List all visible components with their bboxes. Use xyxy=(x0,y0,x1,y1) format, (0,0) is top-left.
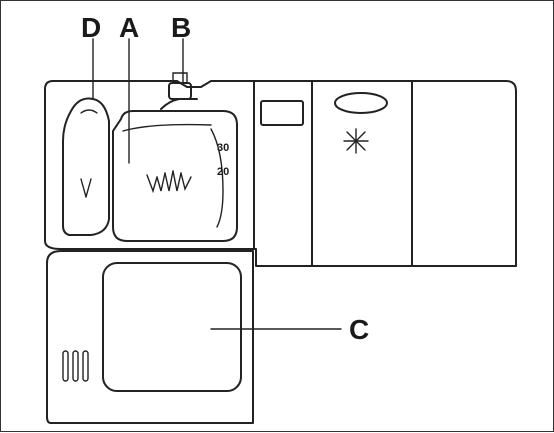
lid-vent-slots xyxy=(62,350,89,382)
lid-latch[interactable] xyxy=(160,72,198,110)
rinse-aid-symbol-icon xyxy=(343,128,369,154)
dispenser-lid[interactable] xyxy=(46,250,254,424)
detergent-inner-rim xyxy=(122,123,212,132)
label-c: C xyxy=(349,314,369,345)
prewash-symbol-icon xyxy=(80,178,92,198)
detergent-symbol-icon xyxy=(146,170,192,194)
level-marking-20: 20 xyxy=(217,166,229,178)
level-marking-30: 30 xyxy=(217,142,229,154)
label-a: A xyxy=(119,12,139,43)
level-marking-strip xyxy=(210,128,224,228)
prewash-inner-curve xyxy=(80,109,98,114)
rinse-aid-indicator xyxy=(334,92,388,114)
dispenser-panel-outline xyxy=(44,80,517,267)
label-b: B xyxy=(171,12,191,43)
label-d: D xyxy=(81,12,101,43)
prewash-compartment[interactable] xyxy=(62,97,110,236)
indicator-window xyxy=(260,100,304,126)
lid-inner-panel xyxy=(102,262,242,392)
